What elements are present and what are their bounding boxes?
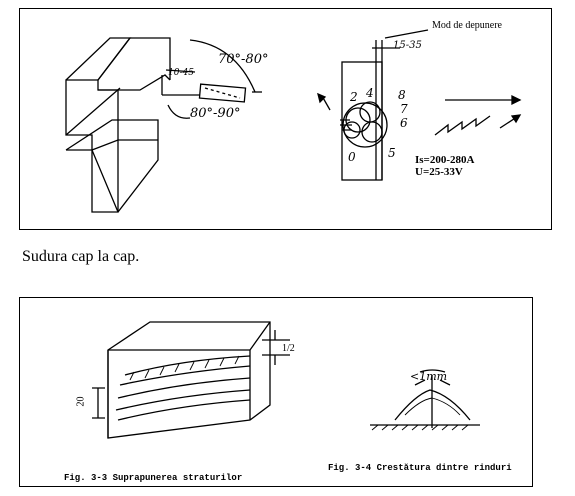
bead-number: 2 xyxy=(350,90,358,104)
mod-depunere-label: Mod de depunere xyxy=(432,20,502,31)
bead-number: 5 xyxy=(388,146,396,160)
dim-half-label: 1/2 xyxy=(282,343,295,354)
angle-top-label: 70°-80° xyxy=(218,52,269,67)
angle-left-label: 80°-90° xyxy=(190,106,241,121)
bead-number: 0 xyxy=(348,150,356,164)
top-figure-frame xyxy=(19,8,552,230)
bead-number: 8 xyxy=(398,88,406,102)
bead-number: 7 xyxy=(400,102,408,116)
bottom-figure-frame xyxy=(19,297,533,487)
bead-number: 6 xyxy=(400,116,408,130)
main-caption: Sudura cap la cap. xyxy=(22,248,140,265)
voltage-label: U=25-33V xyxy=(415,166,463,178)
bead-number: 4 xyxy=(366,86,374,100)
dim-20-label: 20 xyxy=(75,396,87,407)
dim-15-35-label: 15-35 xyxy=(393,40,422,51)
fig-3-4-caption: Fig. 3-4 Crestătura dintre rinduri xyxy=(328,463,512,473)
fig-3-3-caption: Fig. 3-3 Suprapunerea straturilor xyxy=(64,473,243,483)
current-label: Is=200-280A xyxy=(415,154,475,166)
lt-1mm-label: <1mm xyxy=(410,370,448,383)
small-dim-label: 10-45 xyxy=(168,68,194,78)
